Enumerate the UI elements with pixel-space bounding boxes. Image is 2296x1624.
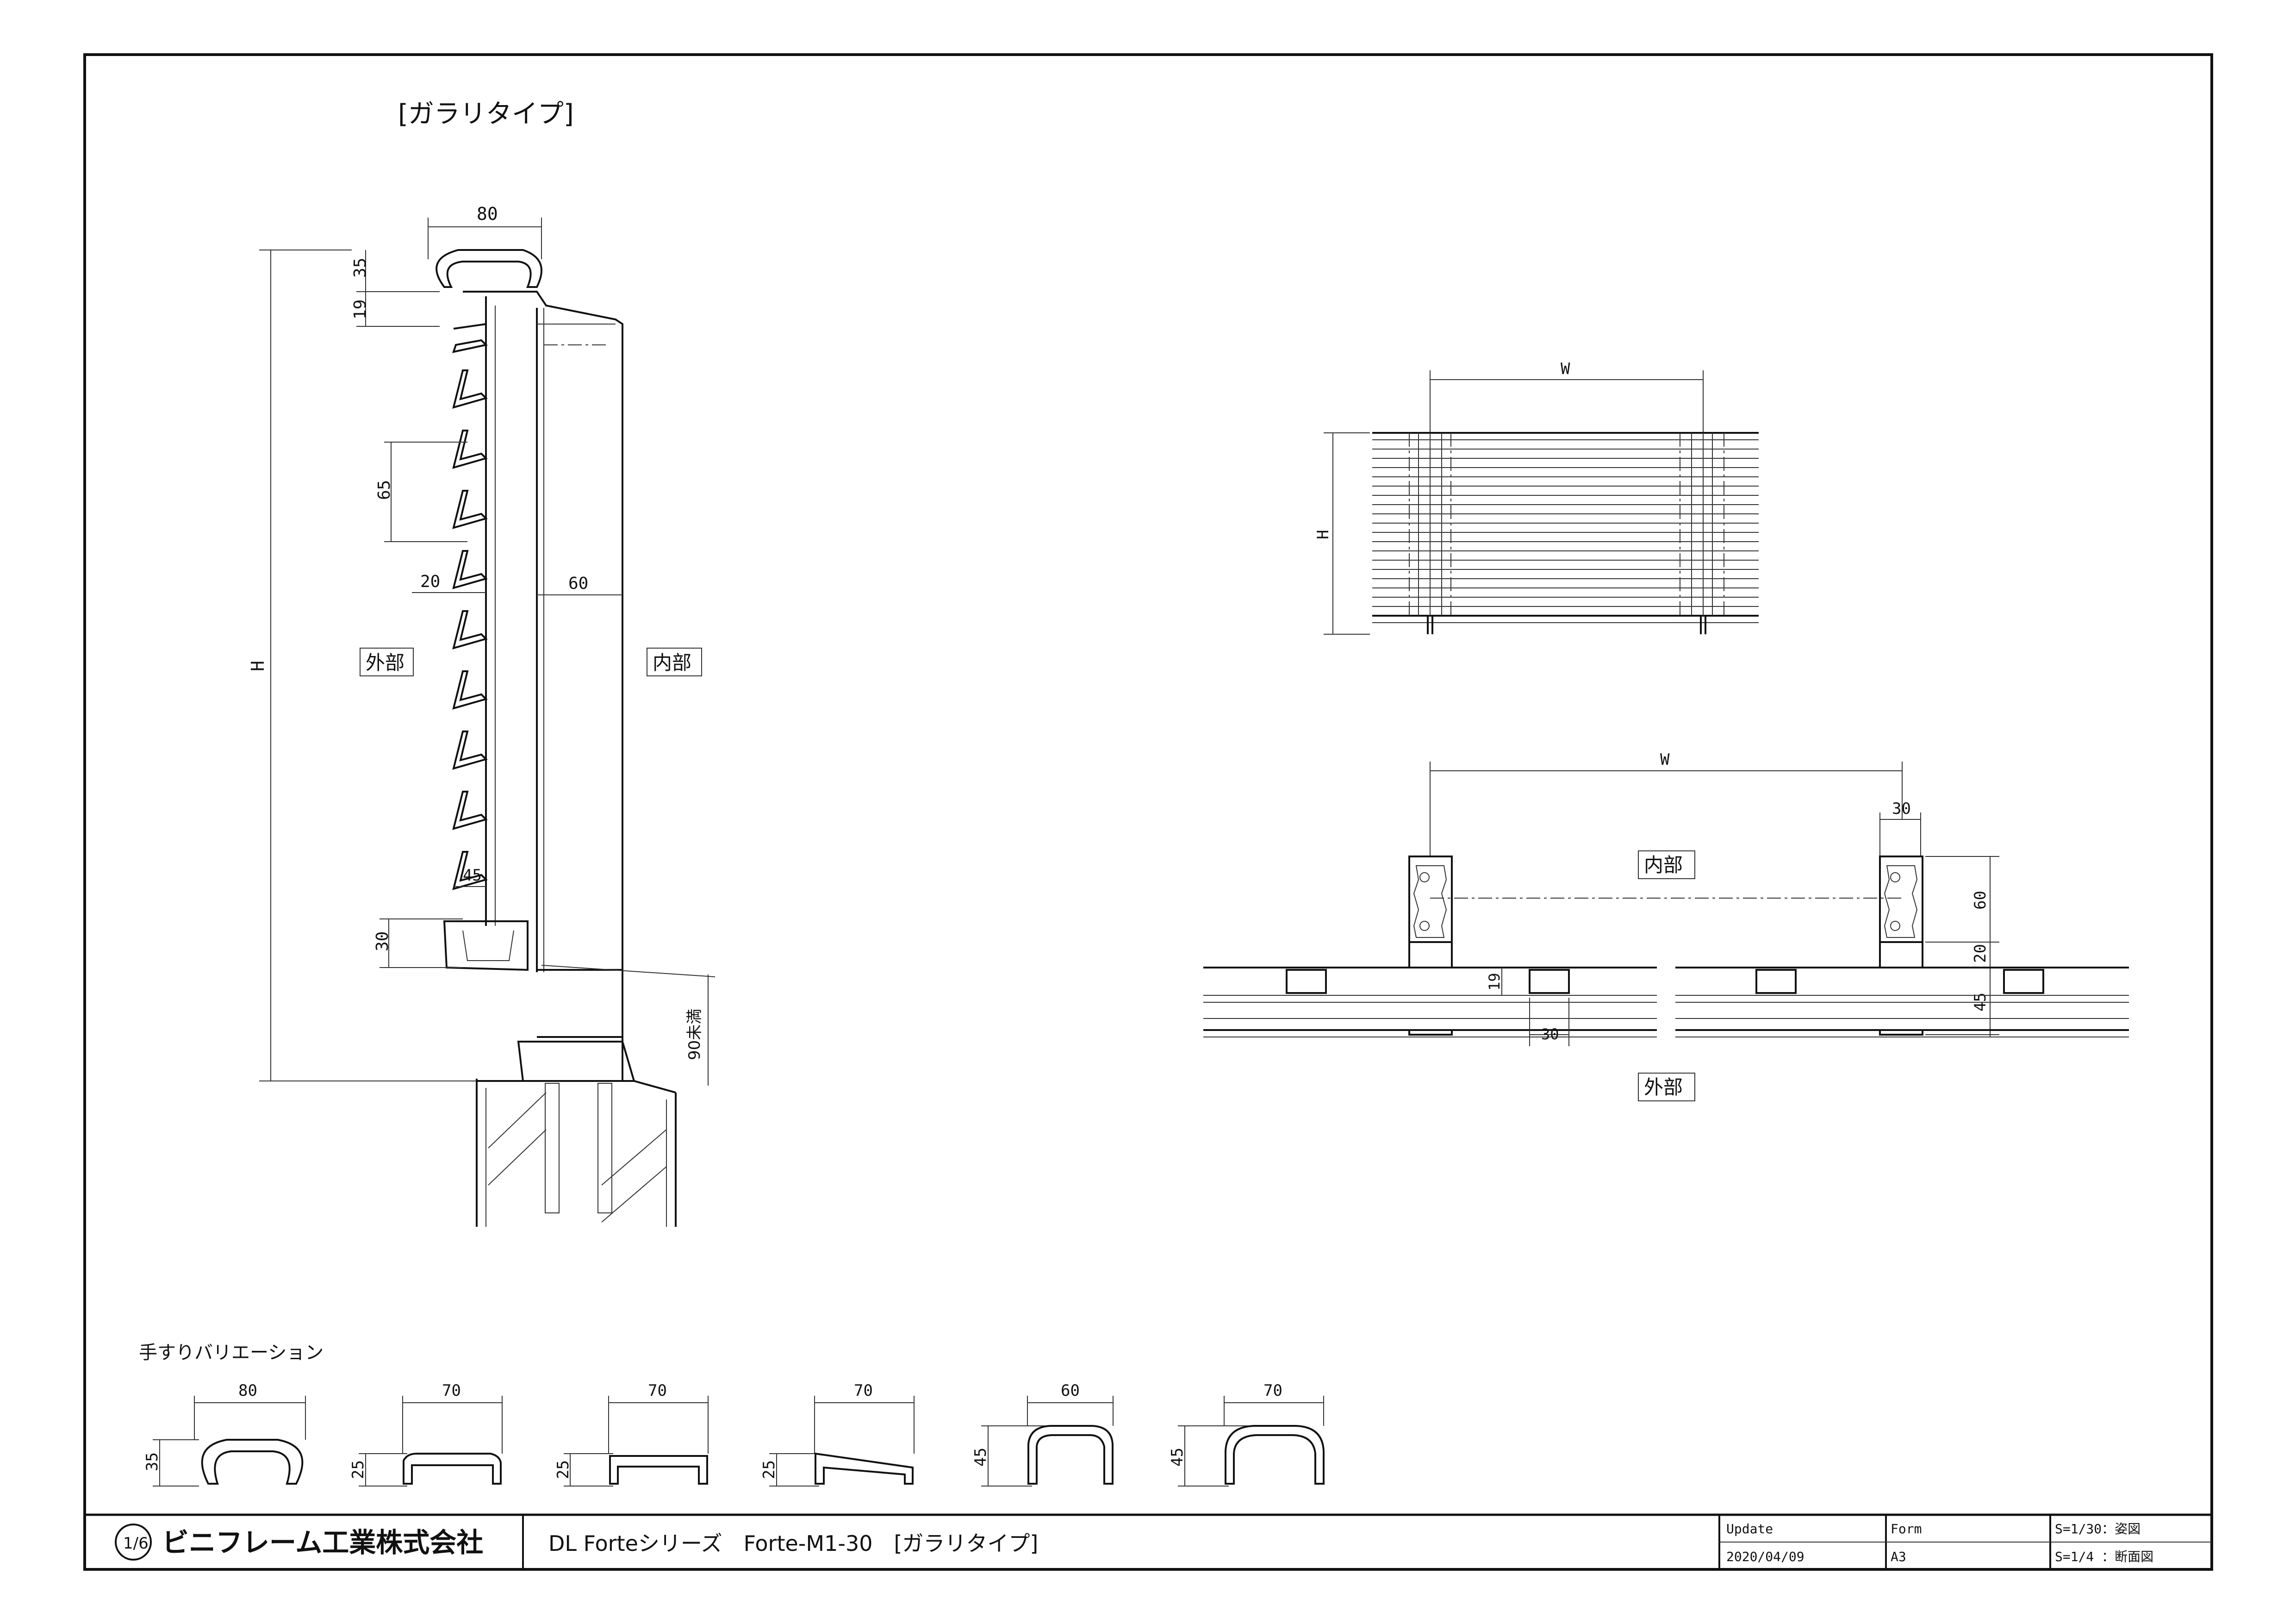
- drawing-title: [ガラリタイプ]: [398, 99, 574, 129]
- dim-30: 30: [373, 931, 392, 951]
- plan-label-inside: 内部: [1644, 854, 1683, 876]
- variation-2-height: 25: [349, 1460, 367, 1479]
- variation-3: 70 25: [554, 1381, 709, 1487]
- company-logo-icon: [115, 1524, 152, 1561]
- elevation-view: W H: [1314, 360, 1759, 635]
- dim-height-h: H: [248, 661, 268, 671]
- dim-rail-height: 35: [351, 258, 370, 278]
- variation-1: 80 35: [143, 1381, 306, 1487]
- dim-rail-width: 80: [477, 204, 498, 224]
- variation-6-width: 70: [1263, 1381, 1282, 1400]
- dim-gap-19: 19: [351, 300, 370, 319]
- product-title: DL Forteシリーズ Forte-M1-30 [ガラリタイプ]: [548, 1531, 1038, 1556]
- update-label: Update: [1726, 1521, 1773, 1537]
- company-name: ビニフレーム工業株式会社: [162, 1527, 483, 1558]
- variation-1-height: 35: [143, 1452, 162, 1471]
- variations-heading: 手すりバリエーション: [139, 1342, 324, 1363]
- section-view: H 80 35 19: [248, 204, 716, 1227]
- top-rail-profile: [436, 249, 542, 288]
- variation-5: 60 45: [971, 1381, 1114, 1487]
- variation-3-height: 25: [554, 1460, 572, 1479]
- dim-45: 45: [463, 866, 482, 885]
- logo-text: 1/6: [123, 1534, 149, 1553]
- label-inside: 内部: [653, 651, 691, 674]
- variation-2: 70 25: [349, 1381, 503, 1487]
- variation-3-width: 70: [648, 1381, 667, 1400]
- scale-1: S=1/30：姿図: [2055, 1521, 2140, 1537]
- louver-panel: [1372, 432, 1759, 634]
- sheet-border: [83, 53, 2213, 1571]
- plan-dim-30: 30: [1541, 1025, 1559, 1043]
- variation-2-width: 70: [442, 1381, 461, 1400]
- plan-label-outside: 外部: [1644, 1076, 1683, 1099]
- form-value: A3: [1891, 1549, 1906, 1564]
- scale-2: S=1/4 ：断面図: [2055, 1549, 2153, 1564]
- variation-6: 70 45: [1168, 1381, 1325, 1487]
- louver-blades: [452, 323, 488, 890]
- plan-dim-19: 19: [1486, 973, 1503, 991]
- form-label: Form: [1891, 1521, 1922, 1537]
- variation-4: 70 25: [760, 1381, 915, 1487]
- dim-louver-pitch: 65: [375, 480, 394, 500]
- variation-5-width: 60: [1061, 1381, 1080, 1400]
- variation-4-height: 25: [760, 1460, 778, 1479]
- plan-dim-w: W: [1660, 750, 1670, 769]
- elev-dim-w: W: [1561, 360, 1570, 378]
- dim-louver-20: 20: [420, 572, 440, 591]
- handrail-variations: 手すりバリエーション 80 35 70 25: [139, 1342, 1325, 1487]
- variation-6-height: 45: [1168, 1448, 1187, 1467]
- label-outside: 外部: [366, 651, 404, 674]
- update-value: 2020/04/09: [1726, 1549, 1804, 1564]
- bottom-rail-profile: [443, 920, 529, 971]
- variation-1-width: 80: [238, 1381, 257, 1400]
- plan-dim-post-30: 30: [1892, 800, 1911, 818]
- plan-dim-20: 20: [1971, 944, 1990, 963]
- plan-view: W 内部 外部 30 60 20 45: [1203, 750, 2129, 1101]
- elev-dim-h: H: [1314, 530, 1332, 539]
- dim-under-90: 90未満: [685, 1009, 704, 1060]
- title-block: 1/6 ビニフレーム工業株式会社 DL Forteシリーズ Forte-M1-3…: [85, 1513, 2212, 1569]
- variation-4-width: 70: [854, 1381, 873, 1400]
- dim-post-60: 60: [568, 574, 588, 593]
- variation-5-height: 45: [971, 1448, 990, 1467]
- plan-dim-post-60: 60: [1971, 891, 1990, 910]
